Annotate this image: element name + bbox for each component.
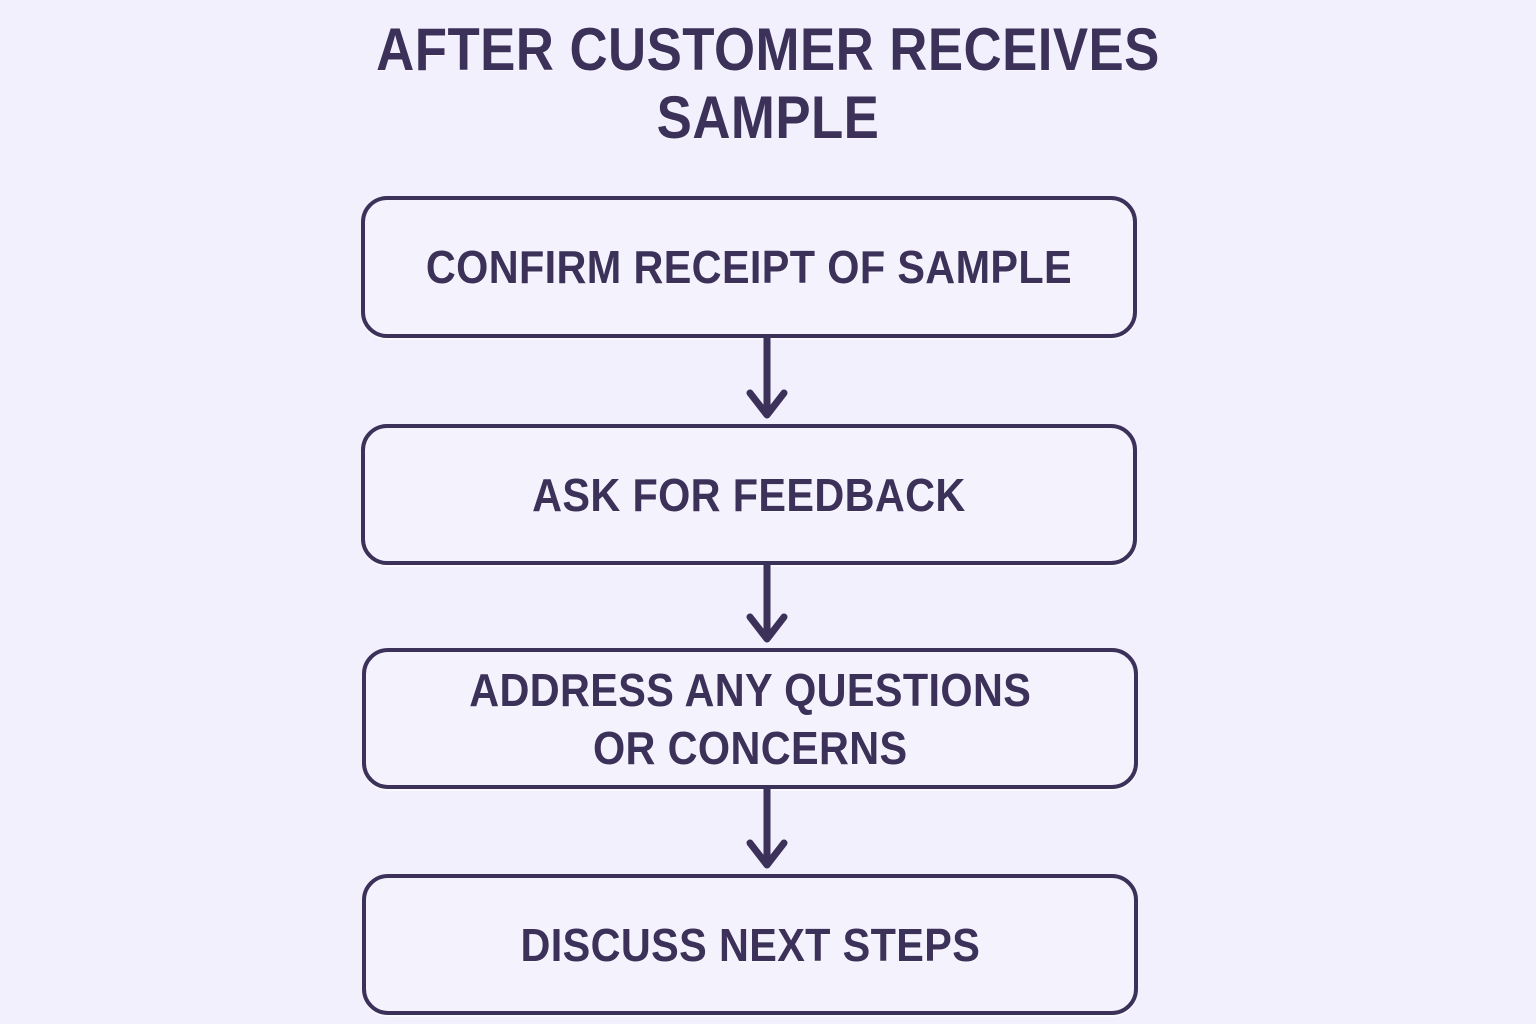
connector-node2-to-node3 — [735, 565, 799, 648]
down-arrow-icon — [746, 565, 788, 643]
flow-node-ask-feedback[interactable]: ASK FOR FEEDBACK — [361, 424, 1137, 565]
connector-node3-to-node4 — [735, 789, 799, 874]
flow-node-confirm-receipt[interactable]: CONFIRM RECEIPT OF SAMPLE — [361, 196, 1137, 338]
flow-node-label: DISCUSS NEXT STEPS — [520, 918, 980, 971]
flow-node-label: CONFIRM RECEIPT OF SAMPLE — [425, 241, 1073, 293]
page-title: AFTER CUSTOMER RECEIVES SAMPLE — [376, 16, 1160, 151]
flow-node-label: ASK FOR FEEDBACK — [532, 468, 966, 521]
flow-node-discuss-next-steps[interactable]: DISCUSS NEXT STEPS — [362, 874, 1138, 1015]
down-arrow-icon — [746, 789, 788, 869]
connector-node1-to-node2 — [735, 338, 799, 424]
down-arrow-icon — [746, 338, 788, 419]
flow-node-address-questions[interactable]: ADDRESS ANY QUESTIONS OR CONCERNS — [362, 648, 1138, 789]
flow-node-label: ADDRESS ANY QUESTIONS OR CONCERNS — [469, 663, 1031, 774]
